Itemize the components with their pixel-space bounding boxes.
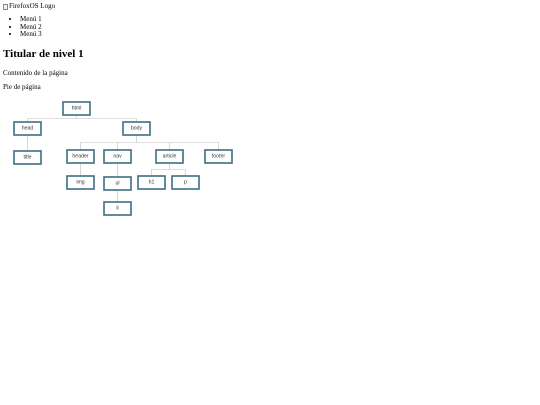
tree-node-box xyxy=(62,101,91,116)
tree-node-li: li xyxy=(103,201,132,216)
menu-item-1: Menú 1 xyxy=(20,15,42,24)
tree-node-box xyxy=(204,149,233,164)
tree-node-footer: footer xyxy=(204,149,233,164)
tree-node-label: body xyxy=(131,126,143,132)
logo-alt-text: FirefoxOS Logo xyxy=(9,2,56,10)
tree-node-box xyxy=(103,149,132,164)
tree-node-box xyxy=(13,121,42,136)
tree-node-title: title xyxy=(13,150,42,165)
tree-node-img: img xyxy=(66,175,95,190)
tree-node-label: ul xyxy=(115,181,119,187)
menu-item-3: Menú 3 xyxy=(20,30,42,39)
tree-node-label: h1 xyxy=(149,180,155,186)
tree-node-article: article xyxy=(155,149,184,164)
tree-node-label: li xyxy=(116,206,118,212)
page-heading: Titular de nivel 1 xyxy=(3,48,84,60)
page-footer-text: Pie de página xyxy=(3,83,41,91)
tree-node-p: p xyxy=(171,175,200,190)
page-content-text: Contenido de la página xyxy=(3,69,68,77)
tree-node-head: head xyxy=(13,121,42,136)
tree-node-label: article xyxy=(163,154,177,160)
tree-node-box xyxy=(13,150,42,165)
tree-node-box xyxy=(66,149,95,164)
tree-node-box xyxy=(66,175,95,190)
tree-node-box xyxy=(155,149,184,164)
tree-node-label: nav xyxy=(113,154,122,160)
tree-node-h1: h1 xyxy=(137,175,166,190)
tree-node-html: html xyxy=(62,101,91,116)
tree-node-box xyxy=(103,201,132,216)
tree-node-label: footer xyxy=(212,154,226,160)
menu-list: Menú 1 Menú 2 Menú 3 xyxy=(9,15,42,39)
tree-node-label: img xyxy=(76,180,84,186)
dom-tree-nodes: html head body title header nav article footer i… xyxy=(13,101,233,216)
tree-node-box xyxy=(122,121,151,136)
tree-node-label: head xyxy=(22,126,34,132)
broken-image-icon xyxy=(3,3,8,10)
tree-node-label: p xyxy=(184,180,187,186)
menu-item-2: Menú 2 xyxy=(20,23,42,32)
tree-node-nav: nav xyxy=(103,149,132,164)
tree-node-header: header xyxy=(66,149,95,164)
tree-node-ul: ul xyxy=(103,176,132,191)
tree-node-label: header xyxy=(72,154,88,160)
tree-node-body: body xyxy=(122,121,151,136)
tree-node-label: html xyxy=(72,106,82,112)
firefoxos-logo: FirefoxOS Logo xyxy=(3,2,55,11)
tree-node-box xyxy=(171,175,200,190)
tree-node-box xyxy=(103,176,132,191)
tree-node-box xyxy=(137,175,166,190)
tree-node-label: title xyxy=(23,155,31,161)
